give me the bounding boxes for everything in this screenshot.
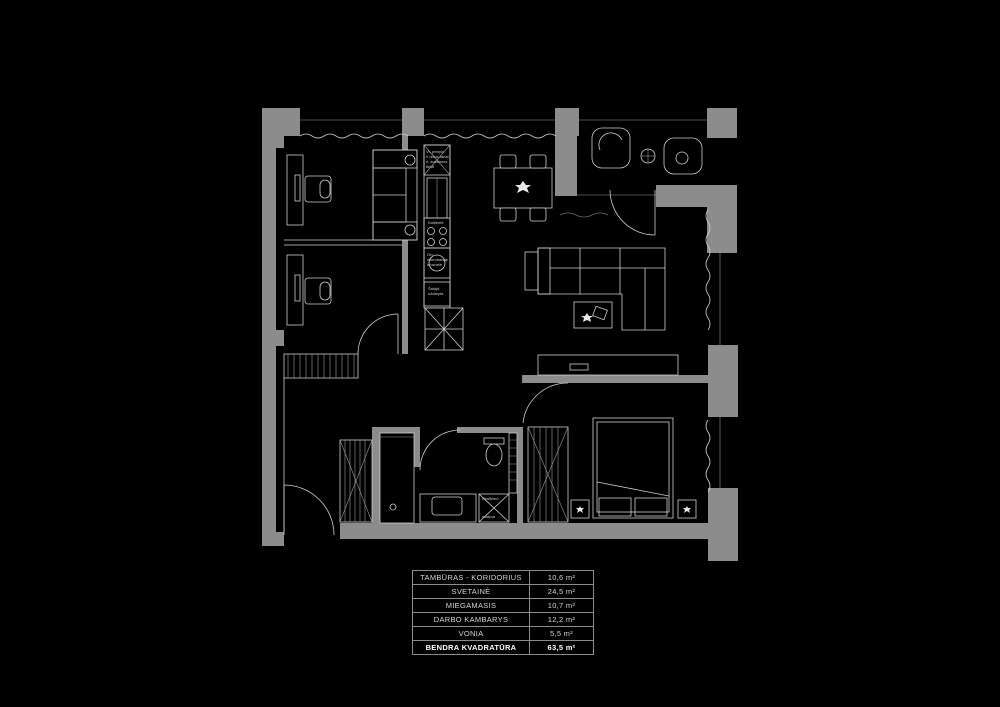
table-row: MIEGAMASIS 10,7 m² xyxy=(412,598,594,613)
ventilation-note-3: ir, aukštoms xyxy=(426,159,447,164)
room-area: 24,5 m² xyxy=(529,584,594,599)
balcony-furniture xyxy=(591,127,703,175)
washer-label-1: Skalbimo xyxy=(482,496,499,501)
area-table: TAMBŪRAS - KORIDORIUS 10,6 m² SVETAINĖ 2… xyxy=(412,570,594,655)
room-name: VONIA xyxy=(412,626,530,641)
walls xyxy=(262,108,738,561)
fridge-label-2: uždaryta xyxy=(428,291,444,296)
room-area: 10,6 m² xyxy=(529,570,594,585)
room-area: 5,5 m² xyxy=(529,626,594,641)
oven-label-2: mikrobangė xyxy=(427,257,449,262)
room-name: TAMBŪRAS - KORIDORIUS xyxy=(412,570,530,585)
total-area: 63,5 m² xyxy=(529,640,594,655)
ventilation-note-2: ir nišos fanai xyxy=(426,154,449,159)
living-room xyxy=(524,247,679,376)
table-row: TAMBŪRAS - KORIDORIUS 10,6 m² xyxy=(412,570,594,585)
kitchen: Vt. prieplo ir nišos fanai ir, aukštoms … xyxy=(423,144,464,351)
fridge-label-1: Šaldyt. xyxy=(428,286,440,291)
bedroom xyxy=(527,417,697,523)
room-name: SVETAINĖ xyxy=(412,584,530,599)
total-row: BENDRA KVADRATŪRA 63,5 m² xyxy=(412,640,594,655)
room-area: 10,7 m² xyxy=(529,598,594,613)
study-furniture xyxy=(286,149,418,326)
oven-label-3: krosnelė xyxy=(427,262,443,267)
washer-label-2: mašina xyxy=(482,514,496,519)
cooktop-label: Kaitlentė xyxy=(428,220,444,225)
room-name: DARBO KAMBARYS xyxy=(412,612,530,627)
table-row: DARBO KAMBARYS 12,2 m² xyxy=(412,612,594,627)
oven-label-1: Ort. xyxy=(427,252,434,257)
room-name: MIEGAMASIS xyxy=(412,598,530,613)
dining-set xyxy=(493,154,553,222)
room-area: 12,2 m² xyxy=(529,612,594,627)
table-row: SVETAINĖ 24,5 m² xyxy=(412,584,594,599)
table-row: VONIA 5,5 m² xyxy=(412,626,594,641)
ventilation-note-4: tiekti xyxy=(426,164,434,169)
total-label: BENDRA KVADRATŪRA xyxy=(412,640,530,655)
ventilation-note-1: Vt. prieplo xyxy=(426,149,445,154)
bathroom: Skalbimo mašina xyxy=(339,432,518,524)
